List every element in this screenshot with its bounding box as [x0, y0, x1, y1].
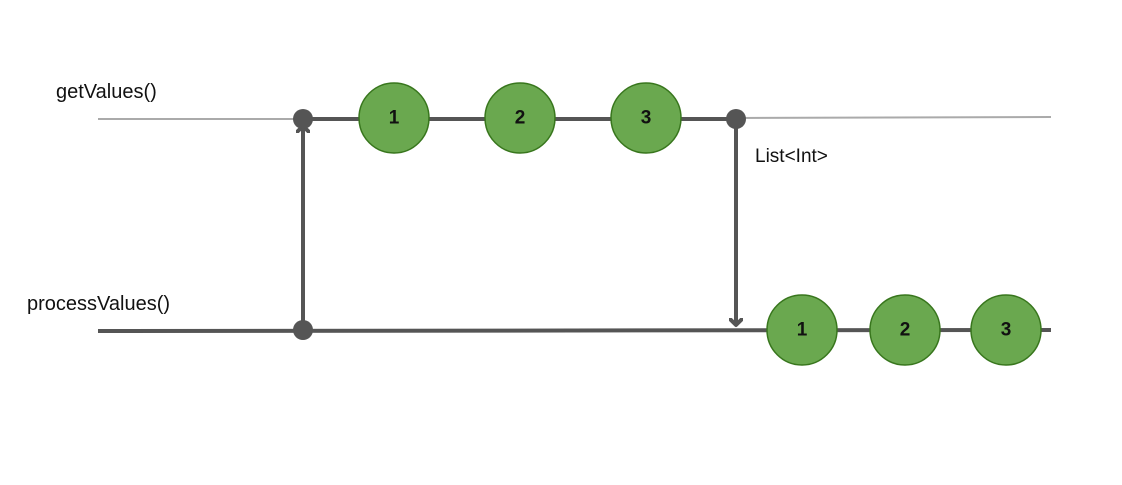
bottom-marble: 2 — [869, 294, 941, 366]
bottom-marble-label: 2 — [900, 320, 911, 341]
bottom-marble: 1 — [766, 294, 838, 366]
top-marble: 1 — [358, 82, 430, 154]
top-marble-label: 2 — [515, 108, 526, 129]
emit-end-dot — [726, 109, 746, 129]
top-timeline-idle-end — [735, 116, 1052, 119]
top-marble: 3 — [610, 82, 682, 154]
top-lane-label: getValues() — [56, 81, 157, 103]
top-marble-label: 3 — [641, 108, 652, 129]
call-start-dot — [293, 320, 313, 340]
bottom-lane-label: processValues() — [27, 293, 170, 315]
top-marble-label: 1 — [389, 108, 400, 129]
bottom-marble: 3 — [970, 294, 1042, 366]
top-marble: 2 — [484, 82, 556, 154]
bottom-marble-label: 3 — [1001, 320, 1012, 341]
call-end-dot — [293, 109, 313, 129]
bottom-marble-label: 1 — [797, 320, 808, 341]
return-type-label: List<Int> — [755, 146, 828, 167]
